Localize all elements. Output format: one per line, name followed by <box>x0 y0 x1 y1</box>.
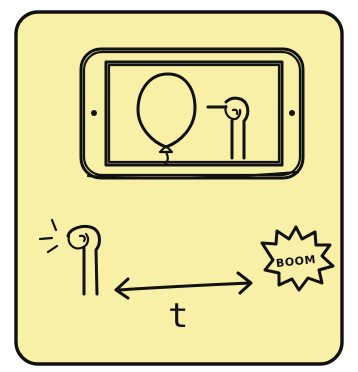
time-label: t <box>168 296 188 336</box>
